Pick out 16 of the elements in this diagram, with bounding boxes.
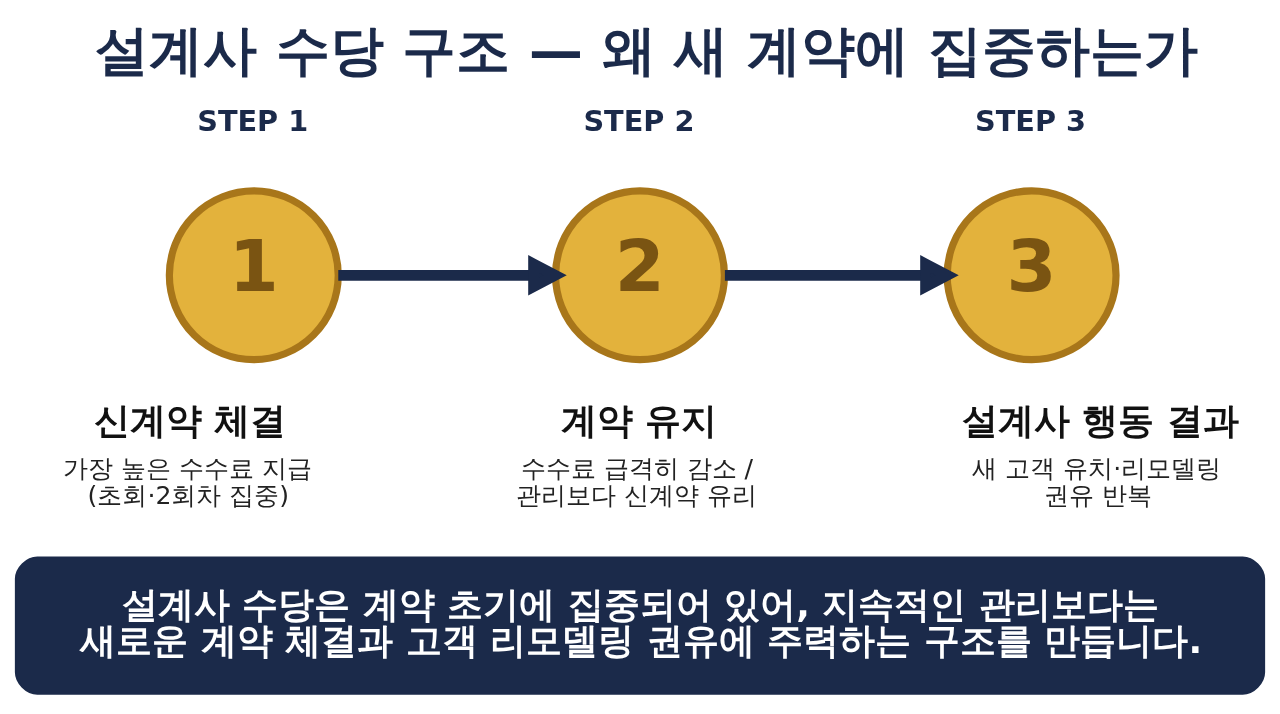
node-label: STEP 2 — [583, 104, 695, 139]
node-circle: 3 — [943, 187, 1120, 364]
arrow — [724, 255, 959, 296]
node-circle: 1 — [165, 187, 342, 364]
diagram-title: 설계사 수당 구조 — 왜 새 계약에 집중하는가 — [94, 18, 1198, 82]
node-label: 수수료 급격히 감소 / 관리보다 신계약 유리 — [516, 453, 758, 510]
node-box: 설계사 수당은 계약 초기에 집중되어 있어, 지속적인 관리보다는 새로운 계약 체결과 고객 리모델링 권유에 주력하는 구조를 만듭니다. — [14, 556, 1266, 695]
node-label: STEP 1 — [197, 104, 309, 139]
node-label: 설계사 행동 결과 — [961, 400, 1239, 442]
node-label: 가장 높은 수수료 지급 (초회·2회차 집중) — [63, 453, 313, 510]
node-circle: 2 — [551, 187, 729, 364]
node-label: 신계약 체결 — [93, 400, 287, 442]
node-label: STEP 3 — [975, 104, 1086, 139]
node-label: 새 고객 유치·리모델링 권유 반복 — [972, 453, 1222, 510]
arrow — [338, 255, 567, 296]
node-label: 계약 유지 — [560, 400, 718, 442]
